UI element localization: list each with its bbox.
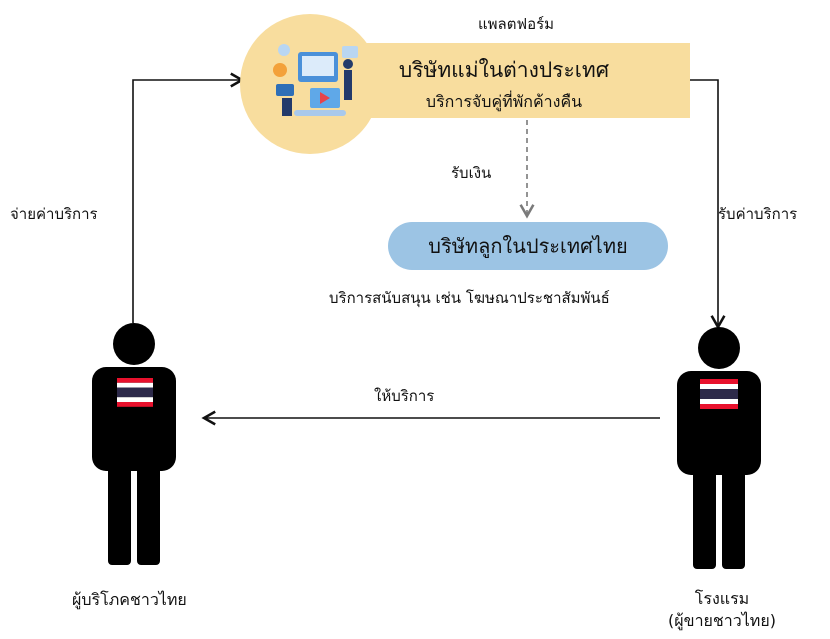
hotel-figure [677,327,761,569]
receive-fee-label: รับค่าบริการ [718,205,798,223]
hotel-name: โรงแรม [694,589,750,608]
parent-company-subtitle: บริการจับคู่ที่พักค้างคืน [425,92,583,111]
parent-company-title: บริษัทแม่ในต่างประเทศ [398,58,610,82]
subsidiary-note: บริการสนับสนุน เช่น โฆษณาประชาสัมพันธ์ [329,289,610,307]
parent-company-box: บริษัทแม่ในต่างประเทศ บริการจับคู่ที่พัก… [318,43,690,118]
thai-flag-icon [700,379,738,409]
pay-fee-label: จ่ายค่าบริการ [10,205,98,223]
hotel-name-block: โรงแรม (ผู้ขายชาวไทย) [667,588,777,632]
platform-illustration-icon [273,44,358,116]
consumer-figure [92,323,176,565]
receive-fee-arrow [690,79,726,330]
provide-service-label: ให้บริการ [374,387,435,405]
subsidiary-title: บริษัทลูกในประเทศไทย [428,234,628,258]
person-icon [677,327,761,569]
hotel-role: (ผู้ขายชาวไทย) [668,611,776,630]
person-icon [92,323,176,565]
platform-label: แพลตฟอร์ม [478,15,555,33]
thai-flag-icon [117,378,153,407]
pay-fee-arrow [132,72,245,323]
receive-money-label: รับเงิน [451,164,492,182]
subsidiary-pill: บริษัทลูกในประเทศไทย [388,222,668,270]
consumer-name: ผู้บริโภคชาวไทย [72,590,187,609]
